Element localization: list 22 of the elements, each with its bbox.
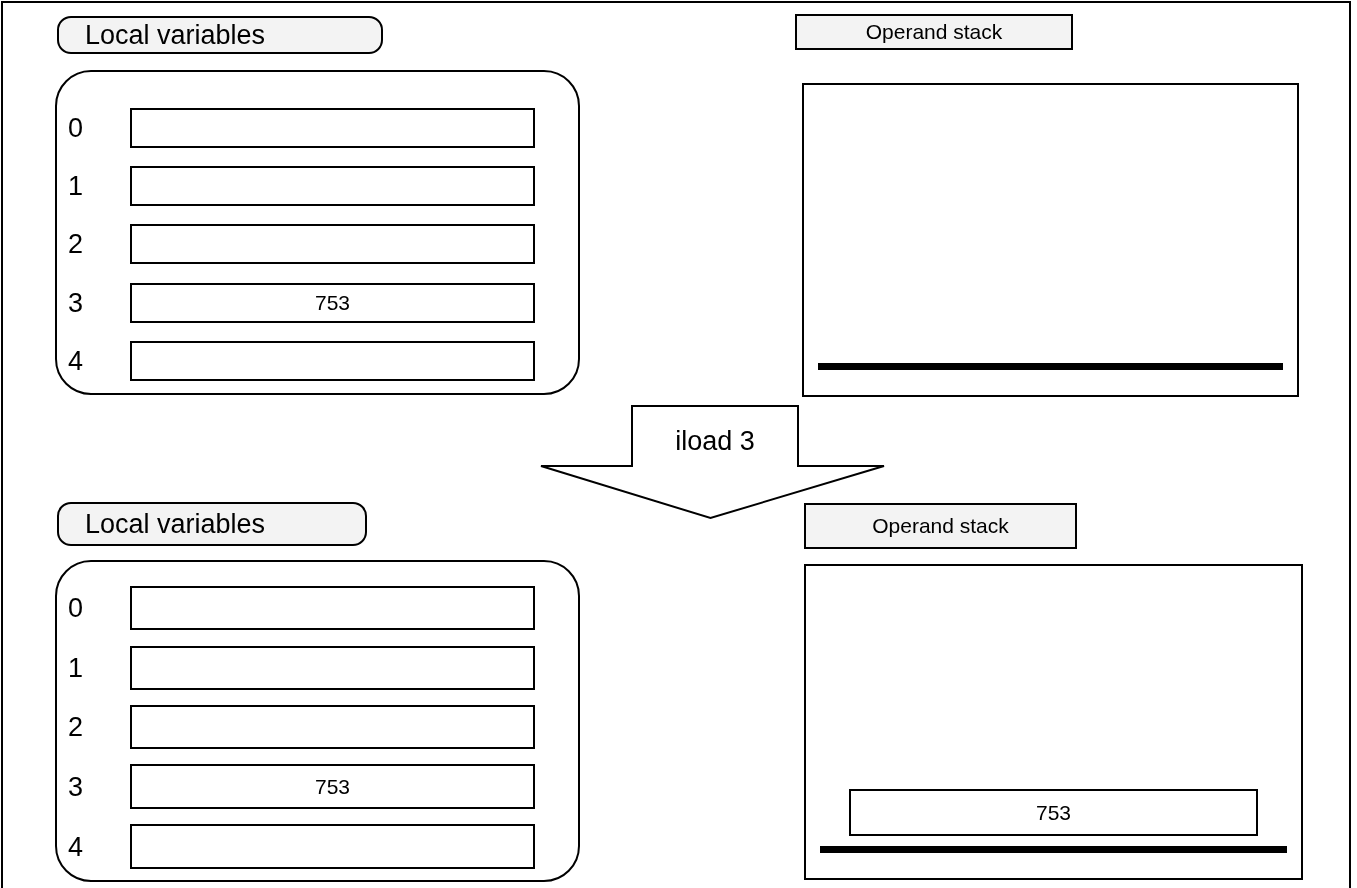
instruction-label: iload 3 xyxy=(674,424,756,458)
stack-panel xyxy=(804,564,1303,880)
stack-entry: 753 xyxy=(849,789,1258,836)
slot-value: 753 xyxy=(313,773,351,800)
stack-panel xyxy=(802,83,1299,397)
section-label: Local variables xyxy=(57,502,367,546)
slot-index: 0 xyxy=(68,593,84,623)
slot-index: 3 xyxy=(68,771,84,802)
slot-value: 753 xyxy=(313,290,351,316)
slot-index: 1 xyxy=(68,653,84,683)
slot-index: 2 xyxy=(68,229,84,259)
section-label: Operand stack xyxy=(804,503,1077,549)
slot-index: 2 xyxy=(68,712,84,742)
slot-index: 4 xyxy=(68,346,84,376)
slot-index: 3 xyxy=(68,288,84,318)
slot-index: 4 xyxy=(68,831,84,862)
section-label: Local variables xyxy=(57,16,383,54)
variables-panel xyxy=(55,70,580,395)
section-label: Operand stack xyxy=(795,14,1073,50)
slot-index: 0 xyxy=(68,113,84,143)
variables-panel xyxy=(55,560,580,882)
slot-index: 1 xyxy=(68,171,84,201)
